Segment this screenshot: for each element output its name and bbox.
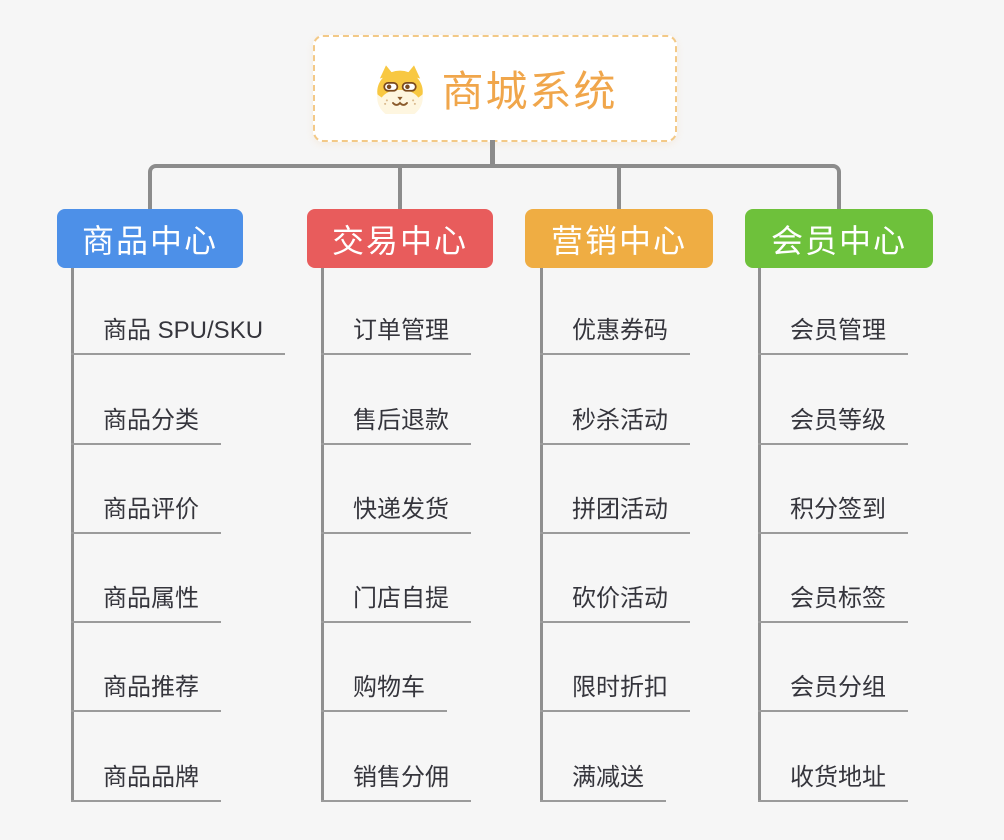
leaf-node[interactable]: 购物车 <box>321 672 447 712</box>
leaf-node[interactable]: 会员标签 <box>758 583 908 623</box>
branch-node-member-center[interactable]: 会员中心 <box>745 209 933 268</box>
leaf-node[interactable]: 商品评价 <box>71 494 221 534</box>
branch-node-goods-center[interactable]: 商品中心 <box>57 209 243 268</box>
leaf-node[interactable]: 满减送 <box>540 762 666 802</box>
leaf-node[interactable]: 积分签到 <box>758 494 908 534</box>
leaf-node[interactable]: 商品分类 <box>71 405 221 445</box>
root-node[interactable]: 商城系统 <box>313 35 677 142</box>
leaf-node[interactable]: 砍价活动 <box>540 583 690 623</box>
leaf-node[interactable]: 会员等级 <box>758 405 908 445</box>
leaf-node[interactable]: 优惠券码 <box>540 315 690 355</box>
leaf-node[interactable]: 售后退款 <box>321 405 471 445</box>
branch-drop-line <box>398 166 402 210</box>
branch-node-marketing-center[interactable]: 营销中心 <box>525 209 713 268</box>
leaf-node[interactable]: 商品 SPU/SKU <box>71 315 286 355</box>
leaf-node[interactable]: 商品品牌 <box>71 762 221 802</box>
leaf-node[interactable]: 限时折扣 <box>540 672 690 712</box>
root-connector-line <box>490 140 495 167</box>
leaf-node[interactable]: 订单管理 <box>321 315 471 355</box>
leaf-node[interactable]: 商品推荐 <box>71 672 221 712</box>
leaf-node[interactable]: 商品属性 <box>71 583 221 623</box>
leaf-node[interactable]: 会员管理 <box>758 315 908 355</box>
branch-drop-line <box>617 166 621 210</box>
shiba-dog-icon <box>377 64 424 114</box>
leaf-node[interactable]: 会员分组 <box>758 672 908 712</box>
leaf-node[interactable]: 收货地址 <box>758 762 908 802</box>
root-title: 商城系统 <box>441 68 618 115</box>
branch-bus-line <box>148 164 841 210</box>
leaf-node[interactable]: 拼团活动 <box>540 494 690 534</box>
leaf-node[interactable]: 销售分佣 <box>321 762 471 802</box>
leaf-node[interactable]: 秒杀活动 <box>540 405 690 445</box>
leaf-node[interactable]: 快递发货 <box>321 494 471 534</box>
branch-node-trade-center[interactable]: 交易中心 <box>307 209 493 268</box>
leaf-node[interactable]: 门店自提 <box>321 583 471 623</box>
